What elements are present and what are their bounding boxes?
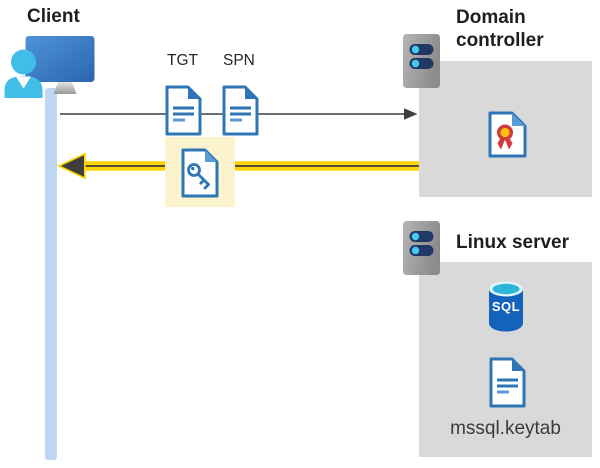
tgt-label: TGT [167, 52, 198, 69]
person-collar [16, 76, 31, 89]
response-arrow-dc-to-client [56, 152, 419, 180]
certificate-icon [488, 111, 527, 158]
keytab-document-icon [489, 357, 526, 408]
client-workstation-icon [4, 36, 95, 98]
spn-document-icon [222, 85, 259, 136]
client-lifeline [45, 88, 57, 460]
key-document-icon [181, 148, 219, 198]
spn-label: SPN [223, 52, 255, 69]
linux-server-label: Linux server [456, 232, 569, 253]
tgt-document-icon [165, 85, 202, 136]
domain-controller-label: Domain controller [456, 7, 544, 51]
person-head [11, 49, 36, 75]
domain-controller-server-icon [403, 34, 440, 88]
linux-server-icon [403, 221, 440, 275]
keytab-file-label: mssql.keytab [450, 418, 561, 439]
monitor-stand [53, 82, 77, 94]
client-label: Client [27, 6, 80, 27]
monitor-shape [25, 36, 95, 82]
sql-icon-text: SQL [491, 299, 521, 314]
sql-database-icon [489, 281, 523, 332]
key-glyph [187, 163, 210, 190]
